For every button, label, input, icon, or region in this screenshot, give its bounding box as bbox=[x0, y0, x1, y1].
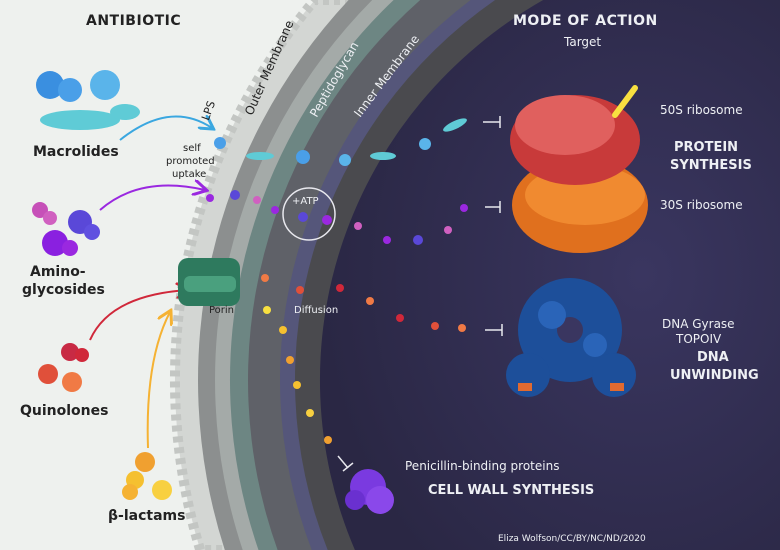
quinolone-path bbox=[261, 274, 466, 332]
target-subheading: Target bbox=[564, 35, 602, 49]
ribosome bbox=[510, 85, 648, 253]
aminoglycoside-arrow bbox=[99, 186, 205, 211]
diffusion-label: Diffusion bbox=[294, 305, 339, 316]
porin-label: Porin bbox=[209, 305, 235, 316]
macrolide-arrow bbox=[119, 116, 212, 141]
macrolide-molecules bbox=[36, 70, 140, 130]
protein-synthesis-line2: SYNTHESIS bbox=[670, 158, 752, 173]
dna-unwinding-line2: UNWINDING bbox=[670, 368, 759, 383]
atp-circle bbox=[282, 187, 336, 241]
quinolone-arrow bbox=[89, 290, 188, 341]
self-promoted-uptake-line3: uptake bbox=[172, 169, 207, 180]
credit-text: Eliza Wolfson/CC/BY/NC/ND/2020 bbox=[498, 534, 646, 544]
quinolone-molecules bbox=[38, 343, 89, 392]
porin-protein bbox=[178, 258, 240, 306]
beta-lactams-label: β-lactams bbox=[108, 508, 186, 524]
penicillin-binding-protein bbox=[345, 469, 394, 514]
aminoglycoside-molecules bbox=[32, 202, 100, 256]
beta-lactam-path bbox=[263, 306, 332, 444]
quinolones-label: Quinolones bbox=[20, 403, 109, 419]
beta-lactam-arrow bbox=[146, 312, 170, 449]
pbp-label: Penicillin-binding proteins bbox=[405, 459, 560, 473]
macrolides-label: Macrolides bbox=[33, 144, 119, 160]
cytoplasm bbox=[319, 0, 780, 550]
cell-wall-synthesis-label: CELL WALL SYNTHESIS bbox=[428, 483, 595, 498]
dna-gyrase bbox=[506, 278, 636, 397]
antibiotic-heading: ANTIBIOTIC bbox=[86, 13, 182, 29]
aminoglycosides-label-line2: glycosides bbox=[22, 282, 105, 298]
inhibition-markers bbox=[337, 116, 503, 472]
aminoglycoside-path bbox=[206, 190, 468, 245]
protein-synthesis-line1: PROTEIN bbox=[674, 140, 739, 155]
self-promoted-uptake-line1: self bbox=[183, 143, 201, 154]
30s-ribosome-label: 30S ribosome bbox=[660, 198, 743, 212]
atp-label: +ATP bbox=[292, 196, 319, 207]
beta-lactam-molecules bbox=[122, 452, 172, 500]
dna-unwinding-line1: DNA bbox=[697, 350, 729, 365]
dna-gyrase-label: DNA Gyrase bbox=[662, 317, 735, 331]
self-promoted-uptake-line2: promoted bbox=[166, 156, 215, 167]
50s-ribosome-label: 50S ribosome bbox=[660, 103, 743, 117]
mode-of-action-heading: MODE OF ACTION bbox=[513, 13, 658, 29]
aminoglycosides-label-line1: Amino- bbox=[30, 264, 86, 280]
macrolide-path bbox=[214, 118, 467, 166]
topoiv-label: TOPOIV bbox=[676, 332, 722, 346]
